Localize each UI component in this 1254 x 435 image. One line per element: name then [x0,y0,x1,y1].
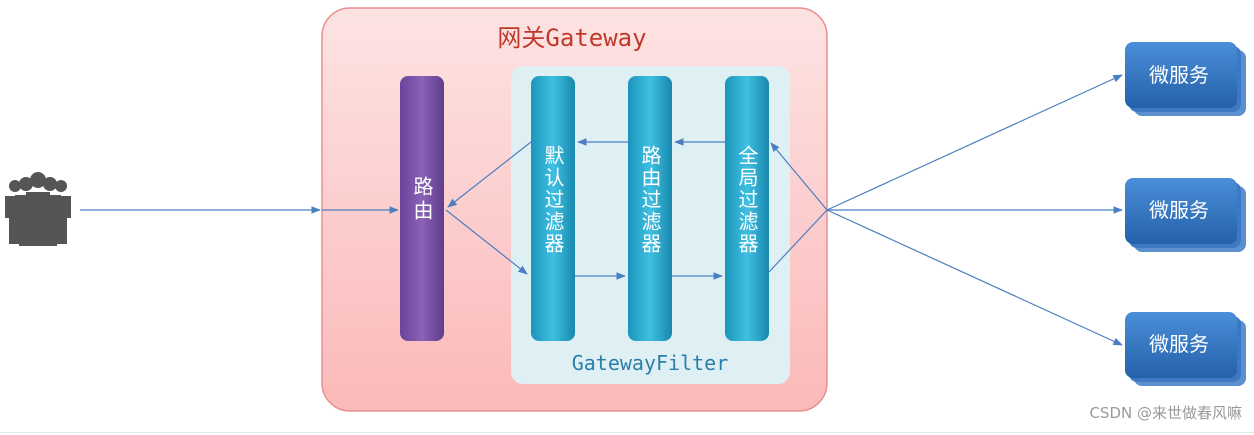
users-group-icon [5,172,71,246]
microservice-box [1125,312,1237,378]
microservice-label: 微服务 [1149,63,1209,87]
global-filter-bar [725,76,769,341]
default-filter-bar [531,76,575,341]
route-bar [400,76,444,341]
microservice-stack-2: 微服务 [1125,178,1246,252]
filter-group-label: GatewayFilter [572,351,729,375]
microservice-box [1125,178,1237,244]
flow-arrows [80,74,1123,346]
microservice-stack-1: 微服务 [1125,42,1246,116]
hub-to-service-3-arrow [826,209,1123,346]
filter-to-route-arrow [447,141,532,208]
microservice-box [1125,42,1237,108]
bottom-divider [0,432,1254,433]
route-label: 路由 [410,176,434,224]
microservice-stack-3: 微服务 [1125,312,1246,386]
microservice-label: 微服务 [1149,332,1209,356]
global-to-hub-arrow [768,209,828,273]
gateway-title: 网关Gateway [497,24,646,52]
hub-to-global-arrow [770,142,828,211]
route-to-filter-arrow [445,209,528,275]
route-filter-label: 路由过滤器 [638,145,662,255]
hub-to-service-1-arrow [826,74,1123,211]
csdn-watermark: CSDN @来世做春风嘛 [1089,404,1242,422]
route-filter-bar [628,76,672,341]
default-filter-label: 默认过滤器 [541,145,565,255]
global-filter-label: 全局过滤器 [735,145,759,255]
microservice-label: 微服务 [1149,198,1209,222]
